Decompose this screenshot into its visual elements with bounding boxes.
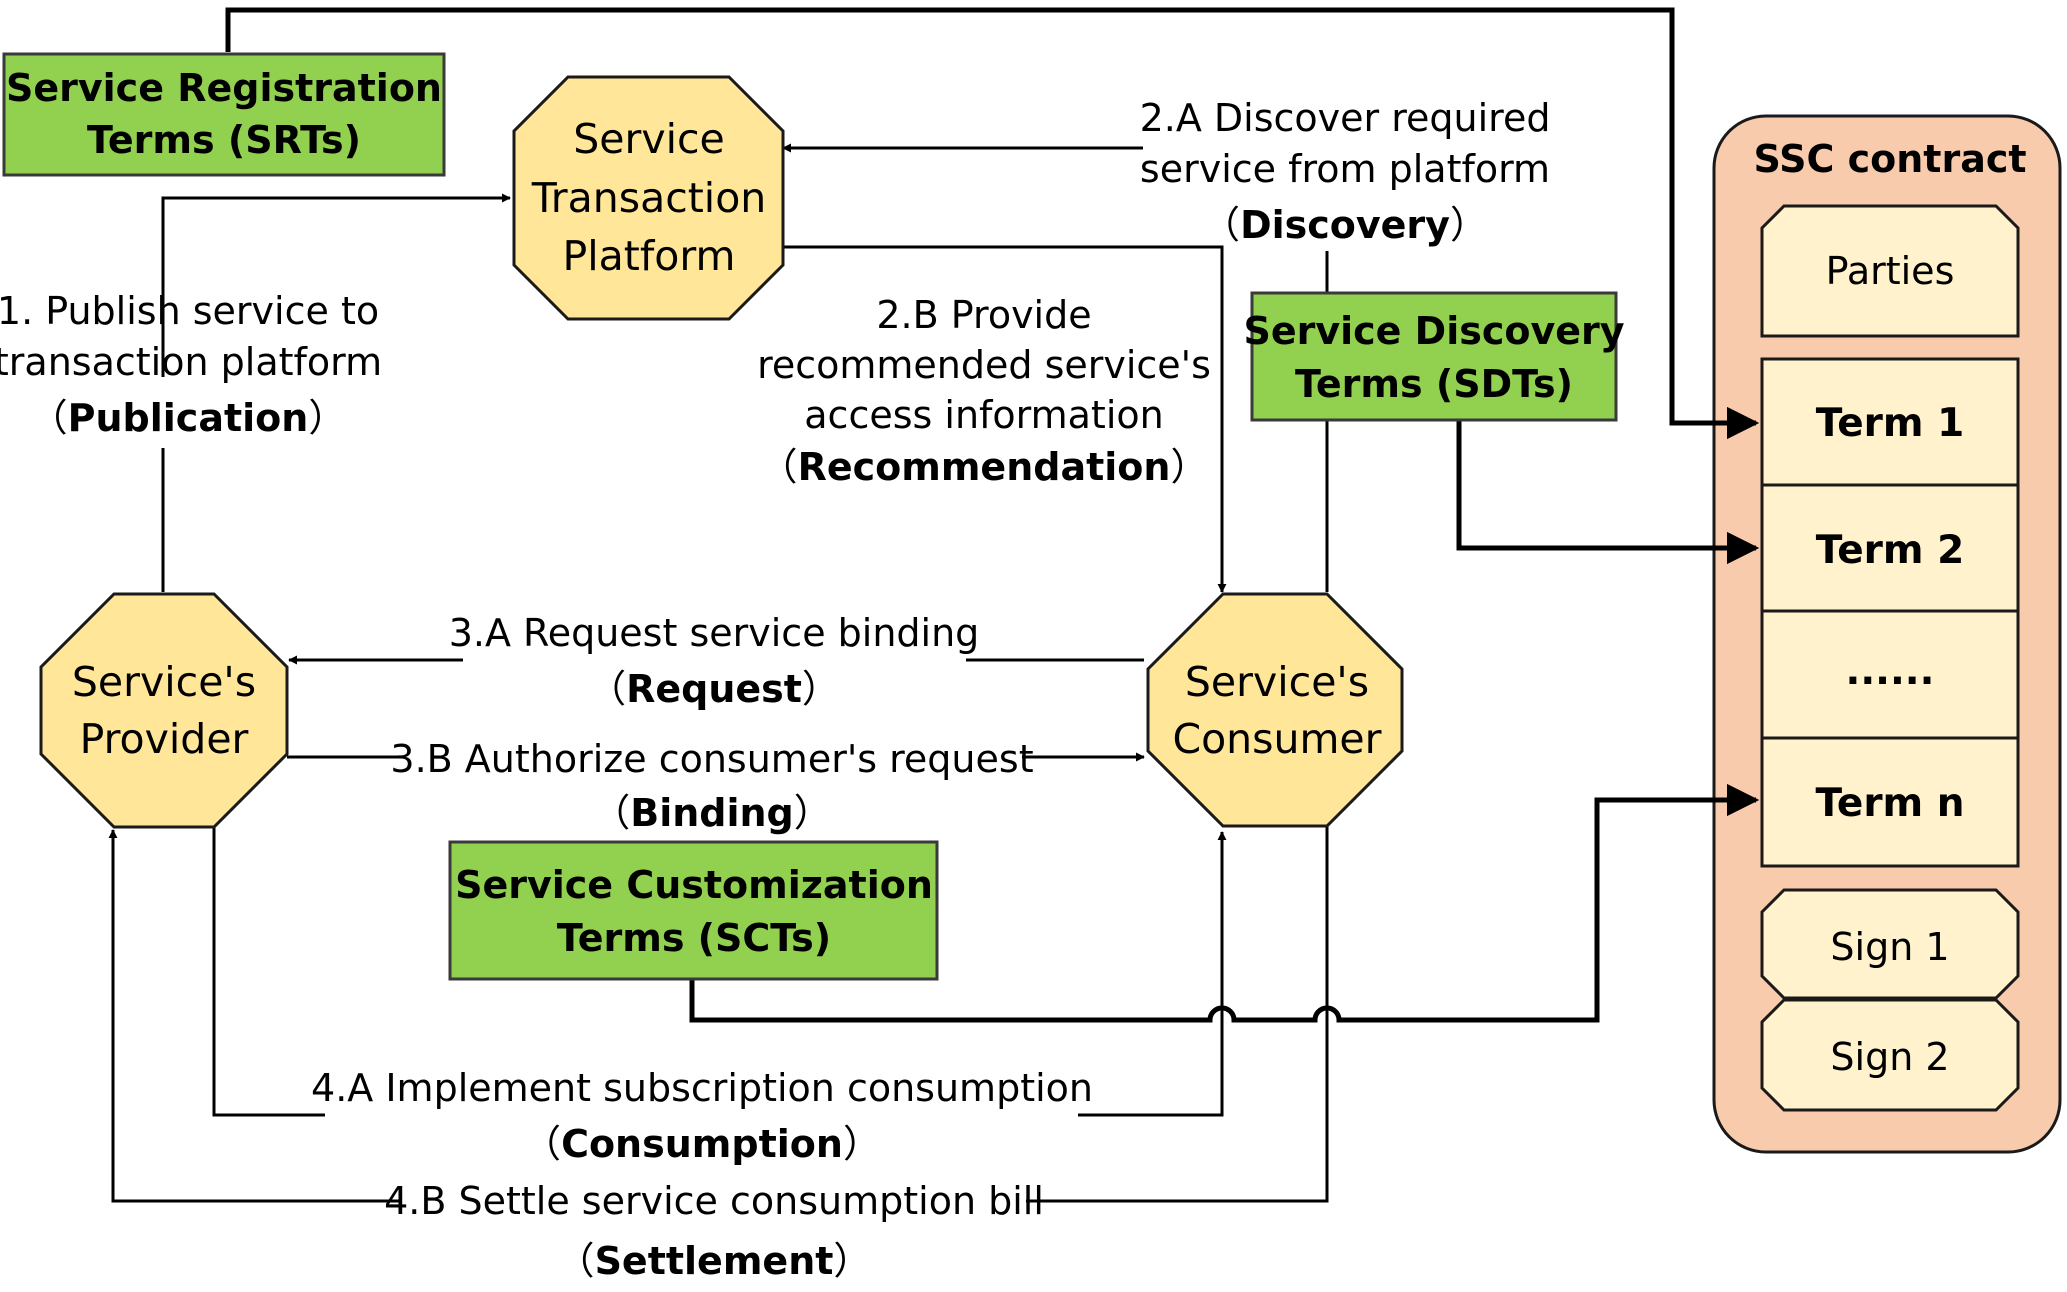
settlement-label: 4.B Settle service consumption bill （Set… (384, 1179, 1044, 1283)
recommendation-label: 2.B Provide recommended service's access… (757, 293, 1211, 489)
recommendation-name: Recommendation (798, 445, 1171, 489)
request-name: Request (626, 667, 802, 711)
thin-connectors (113, 148, 1329, 1203)
srt-to-term1 (225, 7, 1760, 440)
recommendation-line-2: recommended service's (757, 343, 1211, 387)
scts-line-1: Service Customization (455, 863, 933, 907)
term-connectors (225, 7, 1760, 1023)
settlement-line-1: 4.B Settle service consumption bill (384, 1179, 1044, 1223)
consumer-line-1: Service's (1185, 658, 1369, 706)
sign-1-box: Sign 1 (1760, 888, 2020, 1000)
consumption-name: Consumption (561, 1122, 843, 1166)
scts-box: Service Customization Terms (SCTs) (448, 840, 939, 981)
recommendation-line-3: access information (804, 393, 1163, 437)
discovery-name: Discovery (1240, 203, 1450, 247)
discovery-line-1: 2.A Discover required (1140, 96, 1551, 140)
request-label: 3.A Request service binding （Request） (449, 611, 980, 711)
platform-line-1: Service (573, 115, 725, 163)
sdts-line-2: Terms (SDTs) (1295, 362, 1573, 406)
ssc-contract: SSC contract Parties Term 1 Term 2 .....… (1712, 114, 2062, 1154)
platform-line-2: Transaction (531, 174, 767, 222)
term-n-label: Term n (1815, 781, 1964, 826)
term-n-box (1760, 736, 2020, 868)
binding-line-1: 3.B Authorize consumer's request (390, 737, 1033, 781)
svg-text:（Consumption）: （Consumption） (523, 1122, 881, 1166)
svg-text:（Discovery）: （Discovery） (1202, 203, 1488, 247)
parties-label: Parties (1826, 249, 1955, 293)
srts-box: Service Registration Terms (SRTs) (2, 52, 446, 177)
publication-arrow (161, 198, 510, 592)
discovery-line-2: service from platform (1140, 147, 1550, 191)
term-1-label: Term 1 (1816, 401, 1964, 446)
sign-2-box: Sign 2 (1760, 998, 2020, 1112)
discovery-arrow (783, 148, 1329, 293)
sct-to-termn (689, 783, 1760, 1023)
discovery-label: 2.A Discover required service from platf… (1140, 96, 1551, 247)
platform-line-3: Platform (563, 232, 736, 280)
scts-line-2: Terms (SCTs) (557, 916, 831, 960)
term-2-label: Term 2 (1816, 528, 1964, 573)
settlement-name: Settlement (595, 1239, 834, 1283)
sdt-to-term2 (1456, 421, 1760, 565)
recommendation-line-1: 2.B Provide (876, 293, 1091, 337)
provider-line-2: Provider (80, 715, 249, 763)
service-consumer: Service's Consumer (1146, 592, 1404, 828)
svg-text:（Recommendation）: （Recommendation） (760, 445, 1209, 489)
consumption-label: 4.A Implement subscription consumption （… (311, 1066, 1093, 1166)
sign-2-label: Sign 2 (1830, 1035, 1949, 1079)
binding-name: Binding (630, 791, 794, 835)
recommendation-arrow (781, 245, 1227, 593)
service-provider: Service's Provider (39, 592, 289, 829)
svg-text:（Publication）: （Publication） (30, 396, 347, 440)
sdts-line-1: Service Discovery (1243, 309, 1624, 353)
term-list: Term 1 Term 2 ...... Term n (1760, 357, 2020, 868)
svg-text:（Binding）: （Binding） (592, 791, 832, 835)
settlement-arrow (113, 826, 1329, 1203)
parties-box: Parties (1760, 204, 2020, 338)
provider-line-1: Service's (72, 658, 256, 706)
svg-text:（Request）: （Request） (588, 667, 840, 711)
term-ellipsis-label: ...... (1846, 649, 1935, 694)
publication-line-1: 1. Publish service to (0, 289, 379, 333)
consumption-line-1: 4.A Implement subscription consumption (311, 1066, 1093, 1110)
publication-line-2: transaction platform (0, 340, 382, 384)
term-ellipsis-box (1760, 609, 2020, 740)
term-1-box (1760, 357, 2020, 487)
srts-line-1: Service Registration (6, 66, 442, 110)
svg-text:（Settlement）: （Settlement） (557, 1239, 872, 1283)
request-line-1: 3.A Request service binding (449, 611, 980, 655)
publication-name: Publication (68, 396, 309, 440)
consumption-arrow (212, 823, 1222, 1117)
srts-line-2: Terms (SRTs) (87, 118, 361, 162)
service-transaction-platform: Service Transaction Platform (512, 75, 785, 321)
consumer-line-2: Consumer (1172, 715, 1381, 763)
term-2-box (1760, 483, 2020, 613)
sdts-box: Service Discovery Terms (SDTs) (1243, 291, 1625, 422)
contract-title: SSC contract (1753, 137, 2026, 181)
sign-1-label: Sign 1 (1830, 925, 1949, 969)
binding-label: 3.B Authorize consumer's request （Bindin… (390, 737, 1033, 835)
publication-label: 1. Publish service to transaction platfo… (0, 289, 382, 440)
